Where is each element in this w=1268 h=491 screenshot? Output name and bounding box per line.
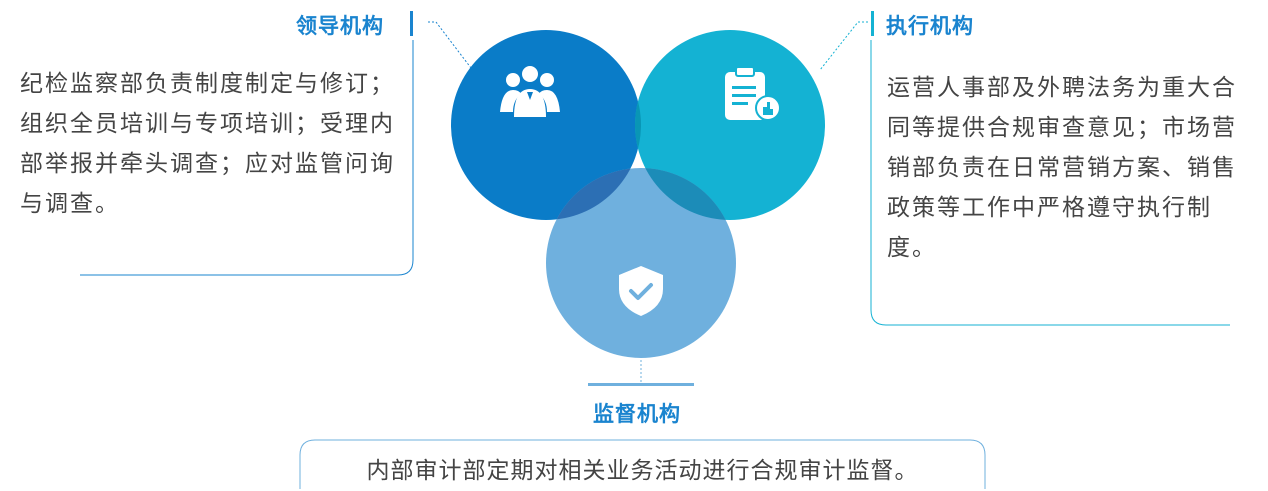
leadership-title-bar	[410, 11, 413, 36]
execution-title: 执行机构	[886, 14, 974, 38]
leadership-connector	[428, 21, 472, 69]
leadership-description: 纪检监察部负责制度制定与修订；组织全员培训与专项培训；受理内部举报并牵头调查；应…	[20, 71, 395, 217]
leadership-circle	[451, 30, 641, 220]
execution-connector	[819, 21, 868, 71]
execution-description: 运营人事部及外聘法务为重大合同等提供合规审查意见；市场营销部负责在日常营销方案、…	[887, 75, 1237, 261]
people-group-icon	[500, 66, 560, 117]
execution-circle	[635, 30, 825, 220]
supervision-description: 内部审计部定期对相关业务活动进行合规审计监督。	[366, 458, 919, 484]
leadership-title: 领导机构	[296, 14, 384, 38]
shield-check-icon	[619, 266, 663, 316]
execution-desc-frame	[870, 40, 1230, 326]
leadership-desc-frame	[80, 40, 414, 276]
supervision-title-bar	[588, 383, 694, 386]
execution-title-bar	[871, 11, 874, 36]
supervision-title: 监督机构	[593, 402, 681, 426]
supervision-circle	[546, 168, 736, 358]
clipboard-hand-icon	[725, 66, 781, 121]
supervision-desc-frame	[299, 439, 986, 489]
